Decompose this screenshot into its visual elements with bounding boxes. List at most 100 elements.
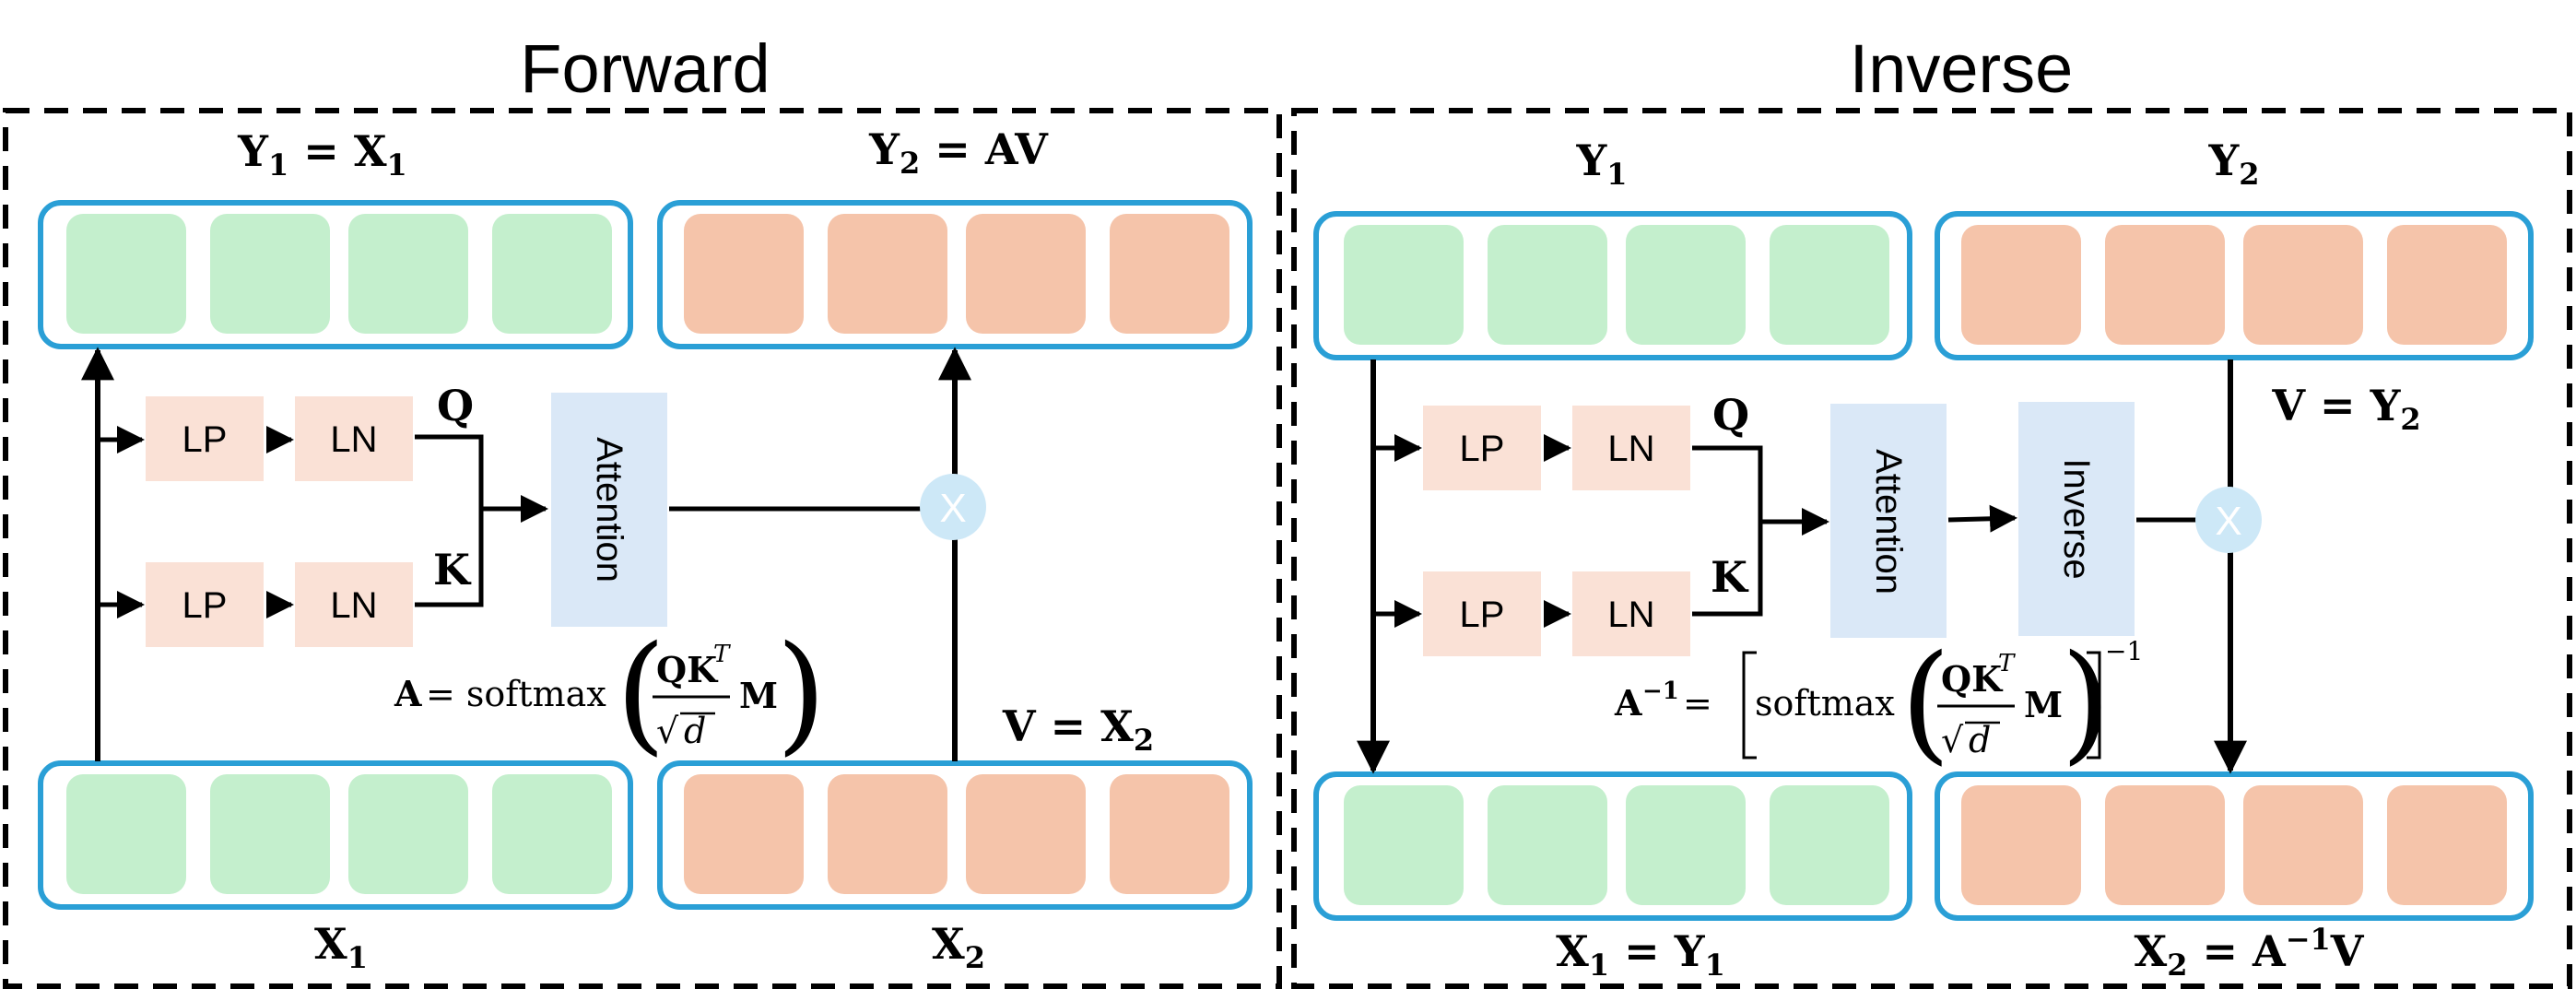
green-block xyxy=(1770,785,1889,905)
orange-block xyxy=(966,214,1086,334)
orange-block xyxy=(1110,774,1229,894)
paren-left: ( xyxy=(1900,628,1951,778)
orange-block xyxy=(966,774,1086,894)
svg-text:= softmax: = softmax xyxy=(426,674,606,714)
inverse-multiply-node xyxy=(2195,487,2262,553)
inverse-dashed-border xyxy=(1291,108,2572,989)
inverse-y2-container xyxy=(1935,211,2534,360)
orange-block xyxy=(2243,225,2363,345)
inverse-lp-box-k xyxy=(1423,571,1541,656)
forward-title: Forward xyxy=(520,30,770,107)
green-block xyxy=(1626,225,1746,345)
sqrt-sign: √ xyxy=(656,711,679,751)
orange-block xyxy=(828,214,947,334)
forward-ln-box-k xyxy=(295,562,413,647)
forward-y2-container xyxy=(657,200,1253,349)
inverse-panel: Inverse Y1 Y2 X1 = Y1 X2 = A−1V xyxy=(1291,30,2572,989)
ln-label: LN xyxy=(1607,595,1654,635)
inverse-box xyxy=(2018,402,2135,636)
svg-text:A: A xyxy=(394,673,422,714)
multiply-icon: X xyxy=(2215,499,2241,544)
inverse-ln-box-q xyxy=(1572,406,1690,490)
forward-top-left-label: Y1 = X1 xyxy=(237,126,407,183)
attention-label: Attention xyxy=(1868,449,1909,595)
green-block xyxy=(210,774,330,894)
inverse-top-right-label: Y2 xyxy=(2207,135,2259,192)
forward-x1-container xyxy=(38,760,633,910)
inverse-label: Inverse xyxy=(2056,458,2097,579)
green-block xyxy=(210,214,330,334)
orange-block xyxy=(1961,785,2081,905)
orange-block xyxy=(1961,225,2081,345)
svg-text:−1: −1 xyxy=(1642,677,1679,705)
green-block xyxy=(492,774,612,894)
svg-text:−1: −1 xyxy=(2105,636,2143,666)
inverse-ln-box-k xyxy=(1572,571,1690,656)
svg-text:T: T xyxy=(1998,650,2016,677)
bracket-left xyxy=(1742,651,1757,760)
green-block xyxy=(1770,225,1889,345)
forward-lp-box-q xyxy=(146,396,264,481)
svg-text:T: T xyxy=(713,641,731,668)
lp-label: LP xyxy=(182,419,228,460)
attention-label: Attention xyxy=(589,437,629,583)
forward-ln-box-q xyxy=(295,396,413,481)
svg-text:QK: QK xyxy=(1941,658,2004,700)
inverse-top-left-label: Y1 xyxy=(1575,135,1627,192)
svg-text:M: M xyxy=(2024,684,2063,725)
forward-multiply-node xyxy=(920,474,986,540)
ln-label: LN xyxy=(330,585,377,626)
green-block xyxy=(1344,785,1464,905)
forward-attention-box xyxy=(551,393,667,627)
forward-y1-container xyxy=(38,200,633,349)
qk-merge-line xyxy=(1692,445,1763,617)
orange-block xyxy=(1110,214,1229,334)
arrow xyxy=(1947,504,2017,533)
orange-block xyxy=(684,214,804,334)
inverse-y1-container xyxy=(1313,211,1912,360)
lp-label: LP xyxy=(1460,595,1505,635)
orange-block xyxy=(828,774,947,894)
svg-text:A: A xyxy=(1614,682,1642,724)
orange-block xyxy=(2105,225,2225,345)
k-label: K xyxy=(1711,552,1749,602)
ln-label: LN xyxy=(1607,429,1654,469)
inverse-x1-container xyxy=(1313,771,1912,921)
q-label: Q xyxy=(1712,390,1749,440)
inverse-x2-container xyxy=(1935,771,2534,921)
forward-panel: Forward Y1 = X1 Y2 = AV X1 X2 xyxy=(3,30,1282,989)
forward-lp-box-k xyxy=(146,562,264,647)
svg-text:softmax: softmax xyxy=(1755,683,1895,724)
orange-block xyxy=(684,774,804,894)
paren-right: ) xyxy=(2061,628,2111,778)
forward-dashed-border xyxy=(3,108,1282,989)
inverse-attention-box xyxy=(1830,404,1947,638)
svg-text:=: = xyxy=(1683,683,1712,724)
green-block xyxy=(348,774,468,894)
orange-block xyxy=(2105,785,2225,905)
inverse-bottom-right-label: X2 = A−1V xyxy=(2134,922,2364,983)
svg-text:d: d xyxy=(1969,720,1991,760)
inverse-attention-formula: A −1 = softmax ( QK T √ d M ) −1 xyxy=(1614,628,2143,778)
multiply-icon: X xyxy=(939,486,966,531)
forward-top-right-label: Y2 = AV xyxy=(868,124,1049,181)
inverse-bottom-left-label: X1 = Y1 xyxy=(1556,926,1725,983)
forward-x2-container xyxy=(657,760,1253,910)
inverse-lp-box-q xyxy=(1423,406,1541,490)
svg-text:d: d xyxy=(684,711,706,751)
green-block xyxy=(348,214,468,334)
forward-bottom-left-label: X1 xyxy=(314,919,368,975)
green-block xyxy=(1344,225,1464,345)
green-block xyxy=(1488,225,1607,345)
paren-left: ( xyxy=(616,618,666,769)
orange-block xyxy=(2387,785,2507,905)
green-block xyxy=(1488,785,1607,905)
inverse-v-label: V = Y2 xyxy=(2271,381,2420,437)
forward-bottom-right-label: X2 xyxy=(932,919,985,975)
ln-label: LN xyxy=(330,419,377,460)
qk-merge-line xyxy=(415,434,484,607)
orange-block xyxy=(2243,785,2363,905)
orange-block xyxy=(2387,225,2507,345)
svg-text:QK: QK xyxy=(656,649,719,690)
